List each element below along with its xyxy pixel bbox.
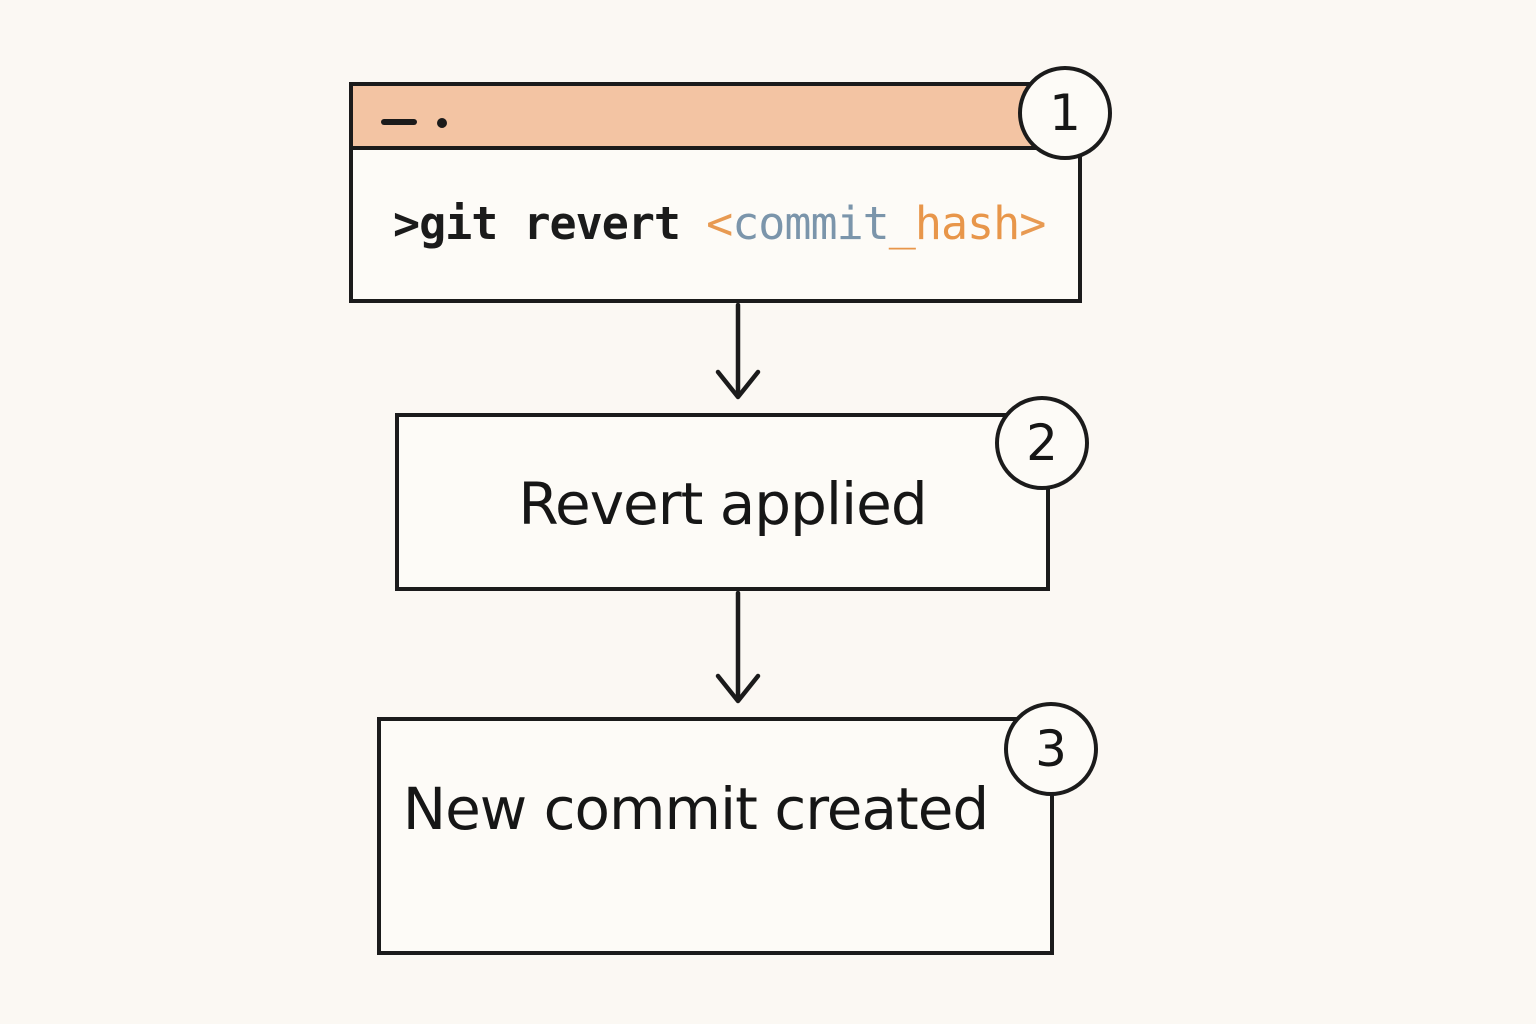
step-label: New commit created [402,775,990,843]
window-dot-icon [437,118,447,128]
window-controls-icon [381,119,417,125]
step-number-badge: 1 [1018,66,1112,160]
step-label: Revert applied [518,470,927,538]
close-bracket: > [1019,197,1046,250]
step-number-badge: 2 [995,396,1089,490]
arrow-head [715,369,761,400]
terminal-window: >git revert <commit_hash> [349,82,1082,303]
step-box-revert-applied: Revert applied [395,413,1050,591]
prompt-symbol: > [393,197,420,250]
step-number-badge: 3 [1004,702,1098,796]
terminal-titlebar [353,86,1078,150]
command-text: git revert [419,197,707,250]
hash-placeholder-part2: _hash [888,197,1020,250]
arrow-head [715,673,761,704]
hash-placeholder-part1: commit [732,197,890,250]
step-box-new-commit: New commit created [377,717,1054,955]
open-bracket: < [706,197,733,250]
command-line: >git revert <commit_hash> [393,194,1046,254]
